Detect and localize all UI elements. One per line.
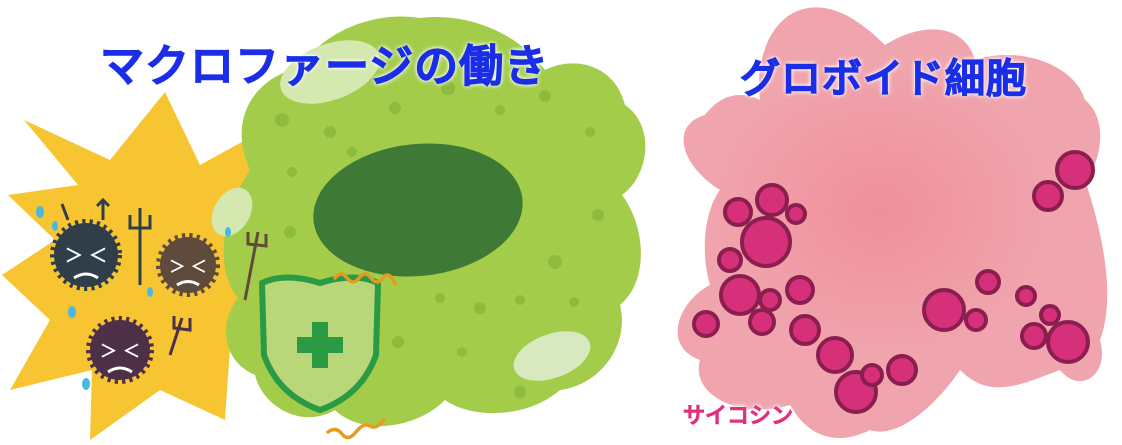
- svg-text:＞ ＜: ＞ ＜: [169, 257, 207, 276]
- svg-text:＞ ＜: ＞ ＜: [65, 246, 107, 267]
- germ-purple: ＞ ＜: [90, 320, 150, 380]
- psychosine-label: サイコシン: [683, 398, 793, 430]
- germ-brown: ＞ ＜: [160, 237, 216, 293]
- globoid-cell-title: グロボイド細胞: [740, 46, 1027, 104]
- svg-text:＞ ＜: ＞ ＜: [100, 342, 140, 362]
- macrophage-title: マクロファージの働き: [100, 30, 549, 94]
